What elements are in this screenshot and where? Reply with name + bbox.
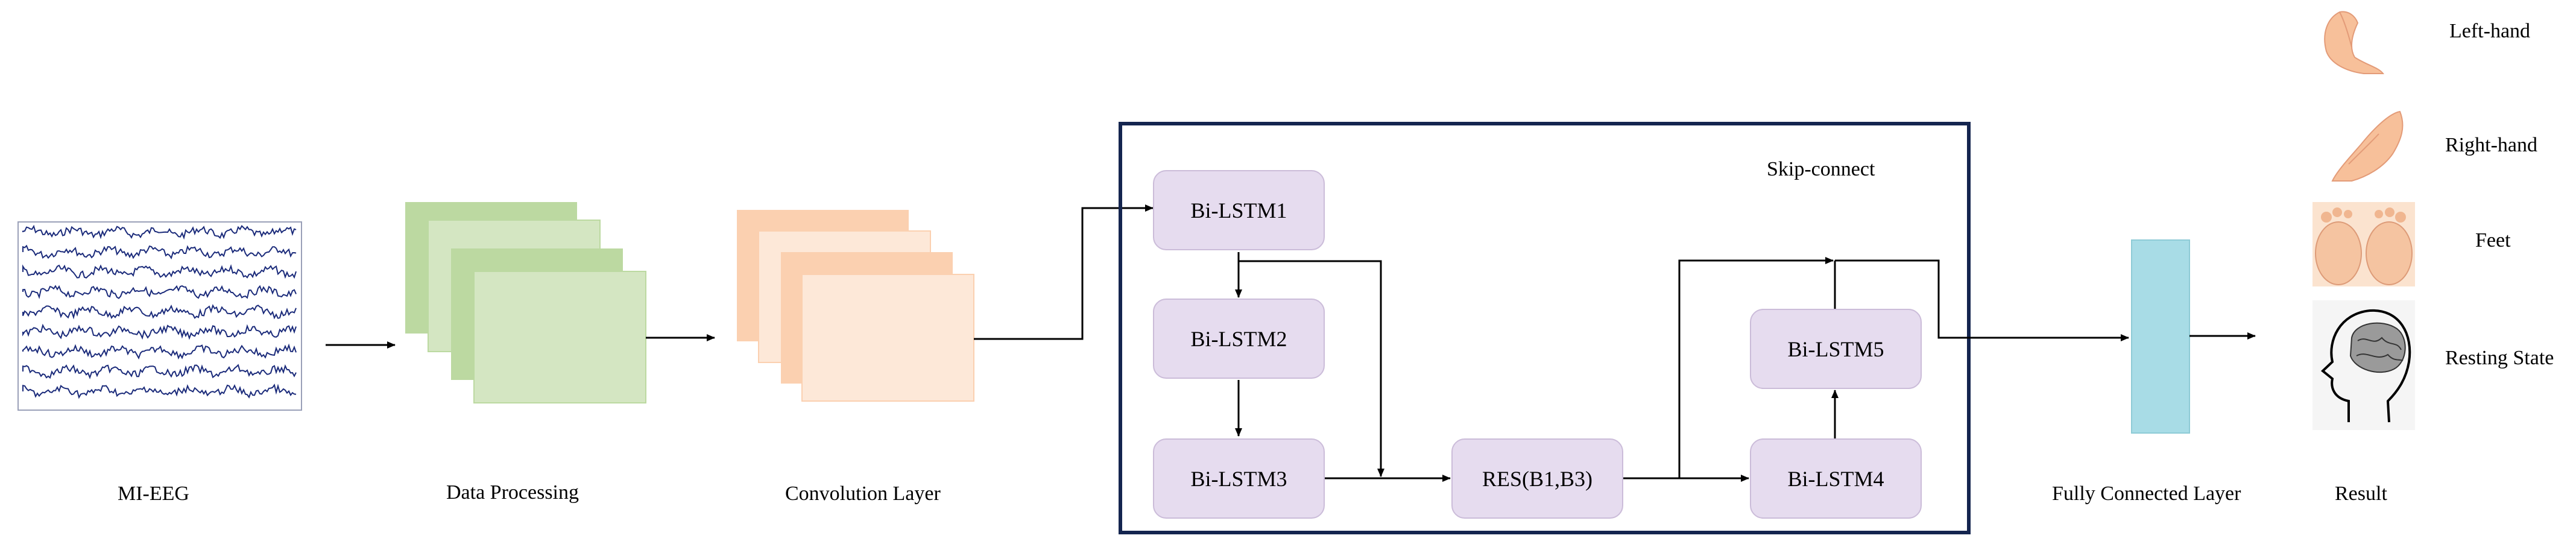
- result-label: Result: [2335, 482, 2387, 505]
- bilstm2-label: Bi-LSTM2: [1190, 326, 1287, 351]
- bilstm-block: [1119, 122, 1971, 534]
- data-processing-stack: [405, 202, 646, 403]
- fully-connected-bar: [2131, 239, 2190, 434]
- arrow-block-to-fc: [1835, 259, 2129, 341]
- bilstm5-label: Bi-LSTM5: [1787, 337, 1884, 361]
- convolution-stack: [737, 210, 974, 402]
- eeg-trace: [22, 343, 297, 360]
- eeg-trace: [22, 384, 297, 399]
- mi-eeg-label: MI-EEG: [118, 482, 189, 505]
- eeg-trace: [22, 304, 297, 320]
- arrow-skip-res: [1678, 257, 1834, 478]
- feet-icon: [2312, 202, 2415, 286]
- processing-sheet: [473, 271, 646, 403]
- eeg-trace: [22, 244, 297, 260]
- bilstm5-node: Bi-LSTM5: [1750, 309, 1922, 389]
- bilstm2-node: Bi-LSTM2: [1153, 299, 1325, 379]
- res-label: RES(B1,B3): [1482, 466, 1593, 491]
- fully-connected-layer-label: Fully Connected Layer: [2052, 482, 2241, 505]
- eeg-trace: [22, 264, 297, 279]
- eeg-trace: [22, 285, 297, 300]
- eeg-trace: [22, 323, 297, 340]
- result-feet-label: Feet: [2475, 229, 2511, 251]
- right-hand-icon: [2331, 110, 2404, 182]
- arrow-skip-bilstm1: [1239, 260, 1384, 477]
- eeg-traces: [22, 224, 297, 399]
- res-node: RES(B1,B3): [1451, 438, 1623, 519]
- convolution-layer-label: Convolution Layer: [785, 482, 941, 505]
- bilstm1-node: Bi-LSTM1: [1153, 170, 1325, 250]
- data-processing-label: Data Processing: [446, 481, 579, 504]
- left-hand-icon: [2324, 11, 2384, 74]
- bilstm1-label: Bi-LSTM1: [1190, 198, 1287, 223]
- bilstm4-node: Bi-LSTM4: [1750, 438, 1922, 519]
- eeg-signal-panel: [17, 221, 302, 411]
- result-right-hand-label: Right-hand: [2445, 134, 2537, 156]
- skip-connect-label: Skip-connect: [1767, 158, 1875, 180]
- arrow-conv-to-bilstm1: [974, 204, 1154, 340]
- result-left-hand-label: Left-hand: [2449, 20, 2531, 42]
- bilstm3-label: Bi-LSTM3: [1190, 466, 1287, 491]
- bilstm4-label: Bi-LSTM4: [1787, 466, 1884, 491]
- result-resting-state-label: Resting State: [2445, 347, 2554, 369]
- eeg-trace: [22, 224, 297, 240]
- conv-sheet: [801, 274, 974, 402]
- head-brain-icon: [2312, 300, 2415, 430]
- bilstm3-node: Bi-LSTM3: [1153, 438, 1325, 519]
- eeg-trace: [22, 364, 297, 379]
